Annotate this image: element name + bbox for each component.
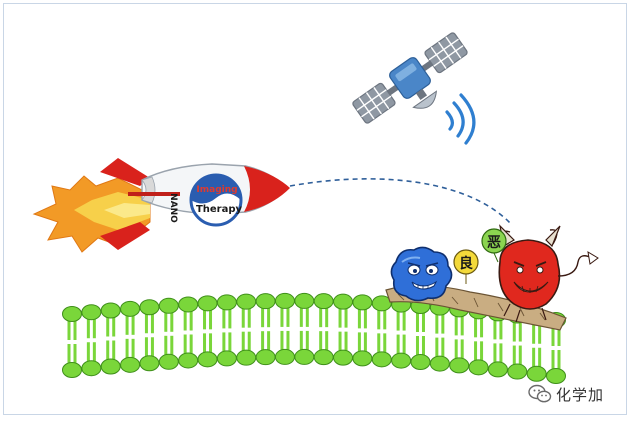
lipid-unit: [236, 293, 257, 366]
lipid-unit: [255, 293, 276, 366]
lipid-unit: [352, 294, 373, 367]
rocket-label-nano: NANO: [168, 193, 178, 223]
rocket-nose: [244, 166, 290, 212]
trajectory-dashed-path: [289, 178, 513, 226]
lipid-unit: [197, 295, 218, 368]
lipid-unit: [429, 299, 450, 372]
lipid-unit: [449, 301, 470, 374]
lipid-unit: [391, 296, 412, 369]
malignant-badge-label: 恶: [487, 235, 501, 251]
lipid-unit: [81, 304, 102, 377]
malignant-devil-cell-icon: [498, 224, 599, 323]
nano-rocket: [32, 158, 290, 253]
lipid-unit: [100, 302, 121, 375]
lipid-unit: [139, 299, 160, 372]
watermark-text: 化学加: [556, 385, 605, 404]
lipid-unit: [120, 300, 141, 373]
lipid-unit: [313, 293, 334, 366]
wechat-icon: [528, 384, 552, 403]
lipid-unit: [216, 294, 237, 367]
lipid-unit: [371, 295, 392, 368]
benign-badge: [453, 249, 479, 284]
lipid-unit: [158, 297, 179, 370]
watermark: 化学加: [528, 382, 604, 406]
satellite-icon: [352, 32, 468, 124]
lipid-unit: [410, 297, 431, 370]
lipid-unit: [294, 292, 315, 365]
image-frame: [3, 3, 627, 415]
benign-badge-label: 良: [459, 255, 473, 272]
rocket-label-therapy: Therapy: [196, 204, 243, 215]
rocket-label-imaging: Imaging: [196, 185, 237, 195]
lipid-unit: [333, 293, 354, 366]
lipid-unit: [178, 296, 199, 369]
malignant-badge: [481, 228, 507, 263]
benign-cell-icon: [390, 246, 453, 302]
signal-waves-icon: [445, 93, 476, 145]
lipid-unit: [274, 292, 295, 365]
lipid-unit: [62, 306, 82, 378]
